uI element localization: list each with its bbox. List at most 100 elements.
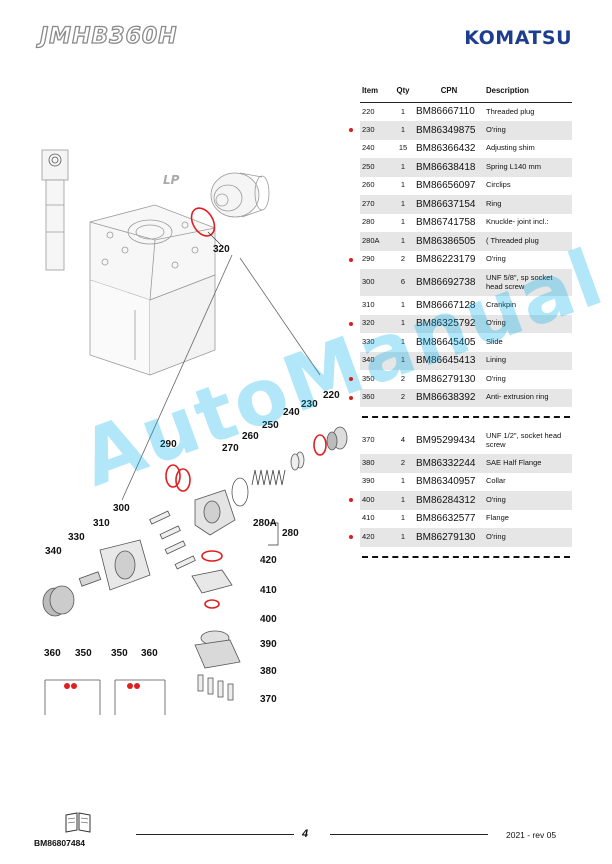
cell-description: Lining [484,351,572,370]
cell-item: 230 [360,121,392,140]
cell-item: 380 [360,454,392,473]
cell-item: 280 [362,217,375,227]
cell-item: 390 [362,476,375,486]
callout-230: 230 [301,399,318,410]
cell-cpn: BM86279130 [416,373,476,385]
cell-qty: 1 [400,180,406,190]
cell-description: Crankpin [486,299,517,309]
cell-cpn: BM86667110 [416,106,475,118]
cell-description: Spring L140 mm [484,158,572,177]
cell-qty: 1 [400,217,406,227]
cell-description: Anti- extrusion ring [484,388,572,407]
hammer-housing-drawing [41,149,321,501]
cell-qty: 1 [400,299,406,309]
cell-item: 420 [360,528,392,547]
cell-qty: 4 [400,435,406,445]
callout-410: 410 [260,585,277,596]
cell-qty: 1 [400,106,406,116]
cell-description: O'ring [486,373,506,383]
cell-item: 370 [362,435,375,445]
cell-cpn: BM86645413 [414,351,484,370]
cell-description: Slide [486,336,503,346]
table-row: 310 1 BM86667128 Crankpin [360,296,572,315]
page-number: 4 [302,828,309,840]
document-code: BM86807484 [34,838,86,848]
cell-qty: 1 [392,491,414,510]
cell-description: SAE Half Flange [484,454,572,473]
callout-270: 270 [222,443,239,454]
callout-420: 420 [260,555,277,566]
separator-cell [360,547,572,567]
callout-360-left: 360 [44,648,61,659]
cell-cpn: BM86332244 [414,454,484,473]
cell-description: Adjusting shim [486,143,535,153]
callout-250: 250 [262,420,279,431]
callout-330: 330 [68,532,85,543]
exploded-parts [42,426,348,715]
callout-390: 390 [260,639,277,650]
model-title: JMHB360H [39,23,178,49]
cell-description: Collar [486,476,506,486]
cell-description: O'ring [484,491,572,510]
col-header-qty: Qty [392,82,414,103]
cell-item: 220 [362,106,375,116]
cell-qty: 1 [392,314,414,333]
callout-280: 280 [282,528,299,539]
wear-part-marker [349,377,353,382]
cell-item: 310 [362,299,375,309]
cell-cpn: BM86741758 [416,217,476,228]
callout-280A: 280A [253,518,277,529]
cell-cpn: BM86325792 [414,314,484,333]
cell-cpn: BM86645405 [416,336,476,348]
cell-item: 290 [362,254,375,264]
cell-item: 330 [362,336,375,346]
brand-logo: KOMATSU [464,27,572,49]
cell-cpn: BM86637154 [414,195,484,214]
cell-cpn: BM86632577 [416,513,476,524]
cell-qty: 1 [392,195,414,214]
cell-item: 400 [360,491,392,510]
cell-description: O'ring [484,528,572,547]
cell-description: Circlips [486,180,511,190]
wear-part-marker [349,321,353,326]
oring-highlights [165,434,327,609]
cell-description: O'ring [484,121,572,140]
callout-220: 220 [323,390,340,401]
wear-part-marker [349,535,353,540]
cell-cpn: BM86223179 [416,254,476,265]
col-header-item: Item [360,82,392,103]
callout-310: 310 [93,518,110,529]
cell-cpn: BM86667128 [416,299,476,311]
cell-qty: 6 [392,269,414,296]
col-header-cpn: CPN [414,82,484,103]
oring-detail-markers [64,683,140,689]
cell-cpn: BM86366432 [416,143,476,154]
cell-item: 300 [360,269,392,296]
callout-300: 300 [113,503,130,514]
wear-part-marker [349,128,353,133]
cell-description: UNF 1/2", socket head screw [486,430,562,449]
cell-qty: 1 [400,336,406,346]
cell-item: 320 [360,314,392,333]
callout-380: 380 [260,666,277,677]
cell-qty: 1 [392,232,414,251]
cell-item: 350 [362,373,375,383]
cell-item: 270 [360,195,392,214]
callout-360-right: 360 [141,648,158,659]
wear-part-marker [349,498,353,503]
cell-description: Ring [484,195,572,214]
cell-cpn: BM86692738 [414,269,484,296]
callout-340: 340 [45,546,62,557]
